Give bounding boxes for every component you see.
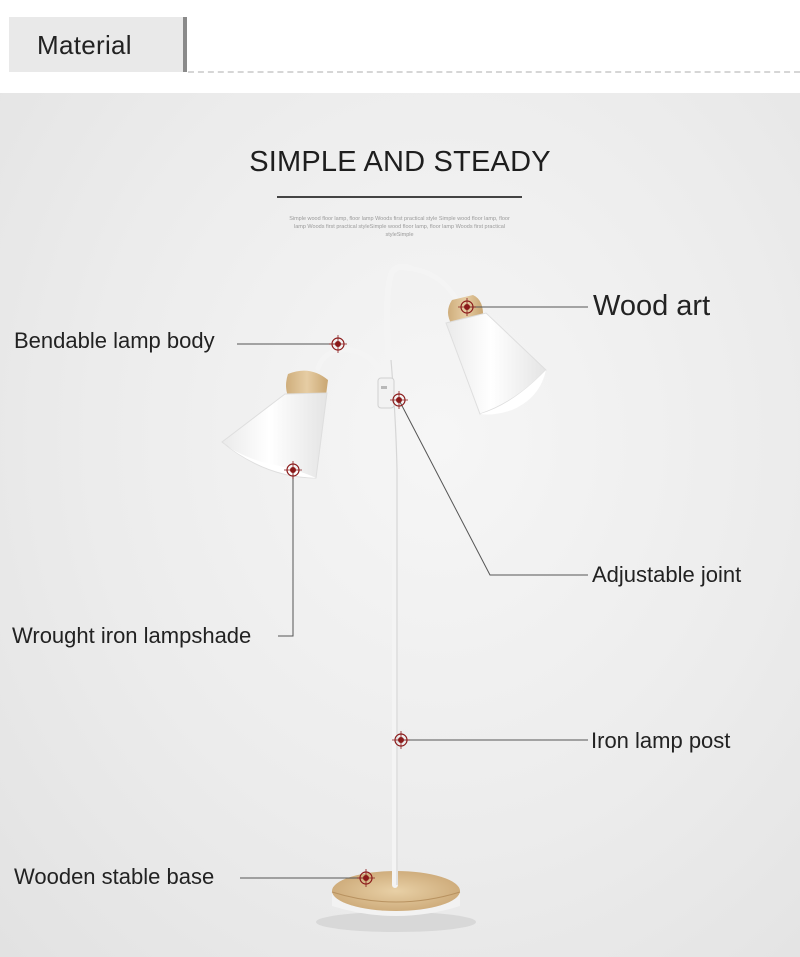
callout-adjustable-joint: Adjustable joint bbox=[592, 562, 742, 587]
base-top bbox=[332, 871, 460, 911]
callout-leaders bbox=[237, 306, 588, 879]
leader-lampshade bbox=[278, 470, 294, 637]
right-gooseneck bbox=[402, 265, 461, 305]
marker-bendable bbox=[329, 335, 347, 353]
callout-wood-art: Wood art bbox=[593, 290, 711, 322]
section-tab-title: Material bbox=[37, 30, 132, 60]
header-dashed-divider bbox=[188, 71, 800, 73]
leader-joint bbox=[398, 399, 588, 576]
right-shade bbox=[445, 312, 547, 415]
product-stage bbox=[0, 93, 800, 957]
callout-lamp-post: Iron lamp post bbox=[591, 728, 731, 753]
blurb-text: Simple wood floor lamp, floor lamp Woods… bbox=[289, 216, 510, 238]
left-lamp-head bbox=[221, 370, 328, 479]
marker-post bbox=[392, 731, 410, 749]
headline-rule bbox=[277, 196, 522, 198]
target-markers bbox=[284, 298, 476, 887]
callout-bendable-body: Bendable lamp body bbox=[14, 328, 215, 353]
section-tab-accent bbox=[183, 17, 187, 72]
joint-switch bbox=[377, 377, 395, 409]
marker-lampshade bbox=[284, 461, 302, 479]
callout-base: Wooden stable base bbox=[14, 864, 215, 889]
left-gooseneck bbox=[315, 347, 389, 393]
section-tab bbox=[9, 17, 185, 72]
marker-base bbox=[357, 869, 375, 887]
wooden-base bbox=[331, 871, 461, 916]
headline: SIMPLE AND STEADY bbox=[249, 146, 551, 178]
marker-joint bbox=[390, 391, 408, 409]
marker-wood-art bbox=[458, 298, 476, 316]
callout-lampshade: Wrought iron lampshade bbox=[12, 623, 252, 648]
right-lamp-head bbox=[445, 295, 547, 415]
lamp-post bbox=[384, 263, 413, 888]
base-shadow bbox=[316, 912, 476, 932]
